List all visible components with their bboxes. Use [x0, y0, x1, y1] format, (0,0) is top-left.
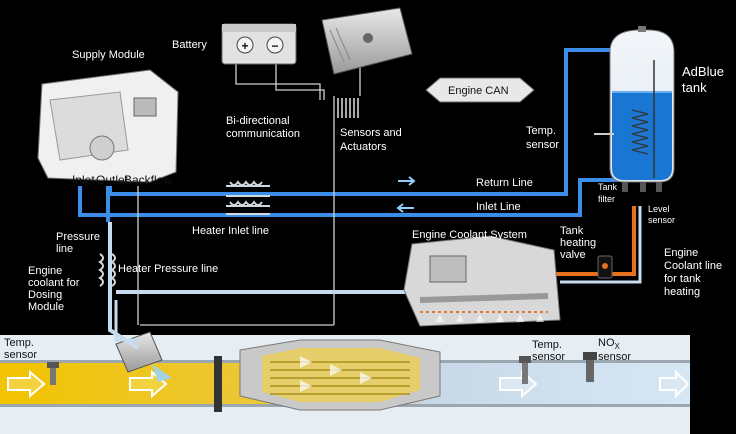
label-coolant-tank-heating-line1: Engine	[664, 247, 698, 259]
label-tank-heating-valve-line1: Tank	[560, 225, 584, 237]
label-bidirectional-line1: Bi-directional	[226, 115, 290, 127]
sensor-actuator-connector	[337, 98, 359, 118]
pipe-flange	[214, 356, 222, 412]
label-port-backflow: Backflow	[124, 173, 172, 187]
nox-sensor-icon	[583, 352, 597, 382]
label-temp-sensor-inlet-line1: Temp.	[4, 337, 34, 349]
label-temp-sensor-outlet-line1: Temp.	[532, 339, 562, 351]
label-battery: Battery	[172, 39, 207, 51]
temp-sensor-outlet-icon	[519, 356, 531, 384]
label-inlet-line: Inlet Line	[476, 201, 521, 213]
label-temp-sensor-tank-line1: Temp.	[526, 125, 556, 137]
label-adblue-tank-line1: AdBlue	[682, 64, 724, 79]
label-port-inlet: Inlet	[72, 173, 95, 187]
label-bidirectional-line2: communication	[226, 128, 300, 140]
label-engine-coolant-dosing-line1: Engine	[28, 265, 62, 277]
label-heater-pressure-line: Heater Pressure line	[118, 263, 218, 275]
label-adblue-tank-line2: tank	[682, 80, 707, 95]
battery-icon: + −	[221, 23, 297, 65]
label-supply-module: Supply Module	[72, 49, 145, 61]
svg-text:−: −	[271, 39, 278, 53]
label-port-outlet: Outlet	[96, 173, 129, 187]
label-temp-sensor-tank-line2: sensor	[526, 139, 559, 151]
label-temp-sensor-outlet-line2: sensor	[532, 351, 565, 363]
label-tank-heating-valve-line3: valve	[560, 249, 586, 261]
label-tank-filter-line2: filter	[598, 194, 615, 204]
inlet-line	[78, 178, 620, 217]
label-level-sensor-line1: Level	[648, 204, 670, 214]
label-sensors-actuators-line1: Sensors and	[340, 127, 402, 139]
label-engine-coolant-dosing-line2: coolant for	[28, 277, 80, 289]
temp-sensor-inlet-icon	[47, 362, 59, 385]
adblue-lines	[78, 48, 620, 222]
label-tank-filter-line1: Tank	[598, 182, 618, 192]
tank-heating-valve-icon	[597, 255, 613, 279]
label-sensors-actuators-line2: Actuators	[340, 141, 387, 153]
return-line	[108, 48, 612, 196]
label-engine-can: Engine CAN	[448, 85, 509, 97]
label-engine-coolant-dosing-line3: Dosing	[28, 289, 62, 301]
label-nox-sensor: NOX	[598, 337, 621, 351]
scr-catalyst	[239, 339, 441, 411]
label-level-sensor-line2: sensor	[648, 215, 675, 225]
label-engine-coolant-dosing-line4: Module	[28, 301, 64, 313]
engine-coolant-system-icon	[403, 235, 561, 327]
supply-module-icon	[37, 69, 179, 183]
svg-text:+: +	[241, 39, 248, 53]
heater-inlet-line	[226, 180, 270, 215]
label-pressure-line-line1: Pressure	[56, 231, 100, 243]
line-flow-arrows	[396, 176, 416, 213]
adblue-tank-icon	[594, 26, 675, 192]
ecu-icon	[321, 7, 413, 75]
label-coolant-tank-heating-line4: heating	[664, 286, 700, 298]
label-heater-inlet-line: Heater Inlet line	[192, 225, 269, 237]
engine-can-arrow	[425, 77, 535, 103]
label-engine-coolant-system: Engine Coolant System	[412, 229, 527, 241]
label-pressure-line-line2: line	[56, 243, 73, 255]
label-tank-heating-valve-line2: heating	[560, 237, 596, 249]
label-temp-sensor-inlet-line2: sensor	[4, 349, 37, 361]
pressure-line	[108, 222, 140, 350]
heater-pressure-line	[98, 253, 116, 287]
label-coolant-tank-heating-line3: for tank	[664, 273, 701, 285]
label-coolant-tank-heating-line2: Coolant line	[664, 260, 722, 272]
label-nox-sensor-word: sensor	[598, 351, 631, 363]
label-return-line: Return Line	[476, 177, 533, 189]
wiring	[137, 62, 361, 326]
